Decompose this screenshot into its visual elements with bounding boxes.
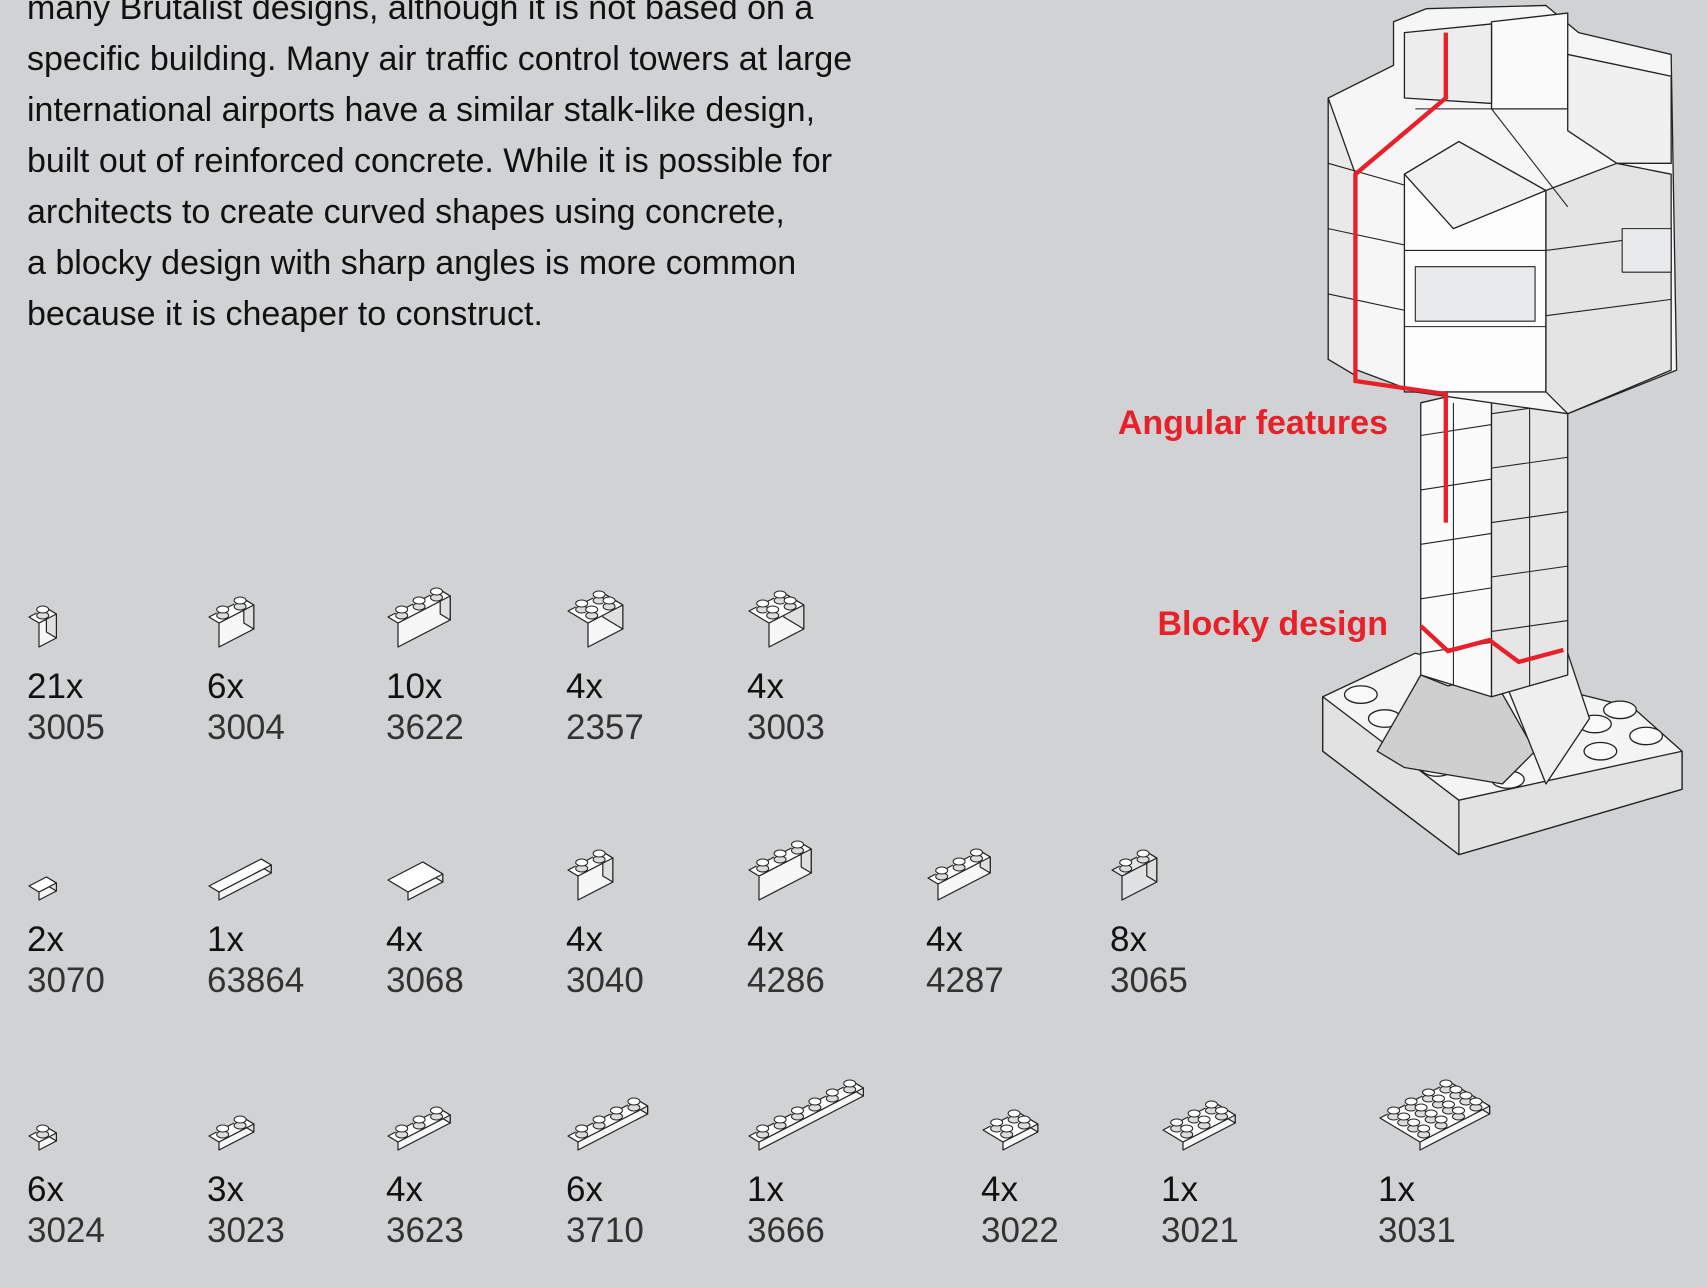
paragraph-line: because it is cheaper to construct. [27, 295, 543, 333]
part-number: 4286 [747, 961, 825, 1000]
part-quantity: 4x [747, 667, 784, 706]
paragraph-line: a blocky design with sharp angles is mor… [27, 244, 797, 282]
part-quantity: 4x [566, 667, 603, 706]
part-quantity: 6x [27, 1170, 64, 1209]
part-number: 4287 [926, 961, 1004, 1000]
part-number: 3666 [747, 1211, 825, 1250]
tile-2x2-icon [387, 861, 444, 901]
brick-1x1-icon [28, 605, 57, 648]
paragraph-line: international airports have a similar st… [27, 91, 816, 129]
inverted-slope-icon [927, 848, 991, 901]
part-number: 3622 [386, 708, 464, 747]
plate-1x6-icon [748, 1079, 865, 1151]
paragraph-line: specific building. Many air traffic cont… [27, 40, 853, 78]
part-quantity: 21x [27, 667, 84, 706]
part-number: 3021 [1161, 1211, 1239, 1250]
part-quantity: 6x [207, 667, 244, 706]
brick-2x2-icon [748, 590, 805, 648]
part-number: 3031 [1378, 1211, 1456, 1250]
part-number: 3004 [207, 708, 285, 747]
part-quantity: 4x [566, 920, 603, 959]
part-number: 2357 [566, 708, 644, 747]
description-paragraph: many Brutalist designs, although it is n… [27, 0, 987, 340]
part-quantity: 1x [1378, 1170, 1415, 1209]
plate-1x2-icon [208, 1115, 255, 1151]
plate-1x4-icon [567, 1097, 649, 1151]
brick-corner-icon [567, 590, 624, 648]
plate-2x3-icon [1162, 1100, 1236, 1151]
part-number: 3024 [27, 1211, 105, 1250]
slope-1x3-icon [748, 840, 812, 901]
part-number: 63864 [207, 961, 305, 1000]
part-number: 3040 [566, 961, 644, 1000]
part-quantity: 2x [27, 920, 64, 959]
part-quantity: 4x [386, 920, 423, 959]
transparent-brick-icon [1111, 849, 1158, 901]
brick-1x2-icon [208, 596, 255, 648]
tile-1x1-icon [28, 876, 57, 901]
part-quantity: 4x [981, 1170, 1018, 1209]
part-quantity: 1x [1161, 1170, 1198, 1209]
slope-1x2-icon [567, 849, 614, 901]
callout-blocky-design: Blocky design [1157, 605, 1388, 643]
paragraph-line: built out of reinforced concrete. While … [27, 142, 833, 180]
callout-angular-features: Angular features [1117, 404, 1388, 442]
part-number: 3070 [27, 961, 105, 1000]
part-quantity: 1x [207, 920, 244, 959]
plate-2x2-icon [982, 1109, 1039, 1151]
part-quantity: 8x [1110, 920, 1147, 959]
part-number: 3003 [747, 708, 825, 747]
part-quantity: 4x [926, 920, 963, 959]
part-number: 3023 [207, 1211, 285, 1250]
part-number: 3623 [386, 1211, 464, 1250]
plate-1x1-icon [28, 1124, 57, 1151]
paragraph-line: architects to create curved shapes using… [27, 193, 785, 231]
plate-1x3-icon [387, 1106, 451, 1151]
paragraph-line: many Brutalist designs, although it is n… [27, 0, 814, 27]
part-number: 3065 [1110, 961, 1188, 1000]
tile-1x3-icon [208, 858, 272, 901]
part-number: 3710 [566, 1211, 644, 1250]
part-quantity: 1x [747, 1170, 784, 1209]
part-number: 3022 [981, 1211, 1059, 1250]
part-number: 3005 [27, 708, 105, 747]
part-quantity: 6x [566, 1170, 603, 1209]
part-quantity: 4x [386, 1170, 423, 1209]
brick-1x3-icon [387, 587, 451, 648]
part-quantity: 4x [747, 920, 784, 959]
part-quantity: 10x [386, 667, 443, 706]
part-number: 3068 [386, 961, 464, 1000]
part-quantity: 3x [207, 1170, 244, 1209]
plate-4x4-icon [1379, 1079, 1491, 1151]
